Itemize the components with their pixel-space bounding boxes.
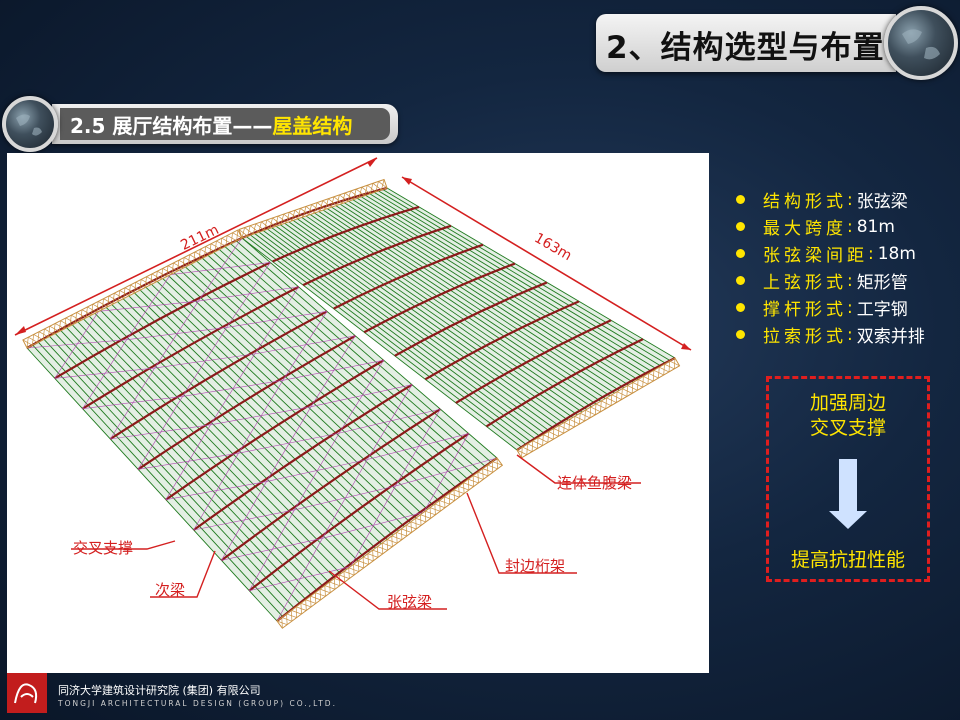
down-arrow-icon (839, 459, 857, 513)
bullet-icon (736, 249, 745, 258)
section-banner: 2.5 展厅结构布置——屋盖结构 (52, 104, 398, 144)
spec-value: 工字钢 (856, 300, 908, 320)
page-title: 2、结构选型与布置 (606, 30, 885, 66)
spec-key: 张弦梁间距 (763, 246, 868, 266)
section-heading-highlight: 屋盖结构 (272, 113, 353, 138)
callout-box: 加强周边 交叉支撑 提高抗扭性能 (766, 376, 930, 582)
spec-value: 双索并排 (856, 327, 925, 347)
roof-structure-diagram: 211m 163m 连体鱼腹梁 交叉支撑 次梁 张弦梁 封边桁架 (7, 153, 709, 673)
dimension-length (14, 157, 378, 336)
spec-key: 拉索形式 (763, 327, 847, 347)
spec-key: 结构形式 (763, 192, 847, 212)
spec-value: 矩形管 (856, 273, 908, 293)
bullet-icon (736, 330, 745, 339)
section-heading: 2.5 展厅结构布置——屋盖结构 (60, 108, 390, 140)
company-name-cn: 同济大学建筑设计研究院 (集团) 有限公司 (58, 684, 261, 697)
bullet-icon (736, 303, 745, 312)
spec-item: 撑杆形式:工字钢 (736, 294, 925, 321)
spec-separator: : (847, 324, 853, 345)
leader-lines (71, 454, 641, 610)
callout-cause: 加强周边 交叉支撑 (769, 391, 927, 441)
spec-item: 张弦梁间距: 18m (736, 240, 925, 267)
callout-line-2: 交叉支撑 (809, 417, 886, 439)
spec-separator: : (868, 243, 874, 264)
spec-item: 上弦形式:矩形管 (736, 267, 925, 294)
label-secondary-beam: 次梁 (155, 581, 185, 599)
label-fish-belly-beam: 连体鱼腹梁 (557, 474, 632, 492)
company-logo (7, 673, 47, 713)
label-edge-truss: 封边桁架 (505, 557, 565, 575)
spec-item: 最大跨度:81m (736, 213, 925, 240)
spec-separator: : (847, 189, 853, 210)
label-cross-brace: 交叉支撑 (73, 539, 133, 557)
section-heading-prefix: 2.5 展厅结构布置—— (70, 113, 273, 138)
callout-line-1: 加强周边 (809, 392, 886, 414)
bullet-icon (736, 276, 745, 285)
spec-separator: : (847, 270, 853, 291)
callout-result: 提高抗扭性能 (790, 549, 905, 571)
title-banner: 2、结构选型与布置 (596, 14, 896, 72)
down-arrow-head-icon (829, 511, 867, 529)
bullet-icon (736, 195, 745, 204)
globe-icon (2, 96, 58, 152)
spec-value: 18m (877, 243, 916, 264)
spec-item: 结构形式:张弦梁 (736, 186, 925, 213)
spec-key: 最大跨度 (763, 219, 847, 239)
spec-key: 上弦形式 (763, 273, 847, 293)
dimension-width (401, 176, 692, 351)
label-string-beam: 张弦梁 (387, 593, 432, 611)
spec-key: 撑杆形式 (763, 300, 847, 320)
spec-separator: : (847, 216, 853, 237)
roof-framework (22, 178, 681, 629)
globe-icon (884, 6, 958, 80)
spec-value: 81m (856, 216, 895, 237)
spec-separator: : (847, 297, 853, 318)
spec-value: 张弦梁 (856, 192, 908, 212)
bullet-icon (736, 222, 745, 231)
company-name-en: TONGJI ARCHITECTURAL DESIGN (GROUP) CO.,… (58, 699, 337, 708)
spec-item: 拉索形式:双索并排 (736, 321, 925, 348)
